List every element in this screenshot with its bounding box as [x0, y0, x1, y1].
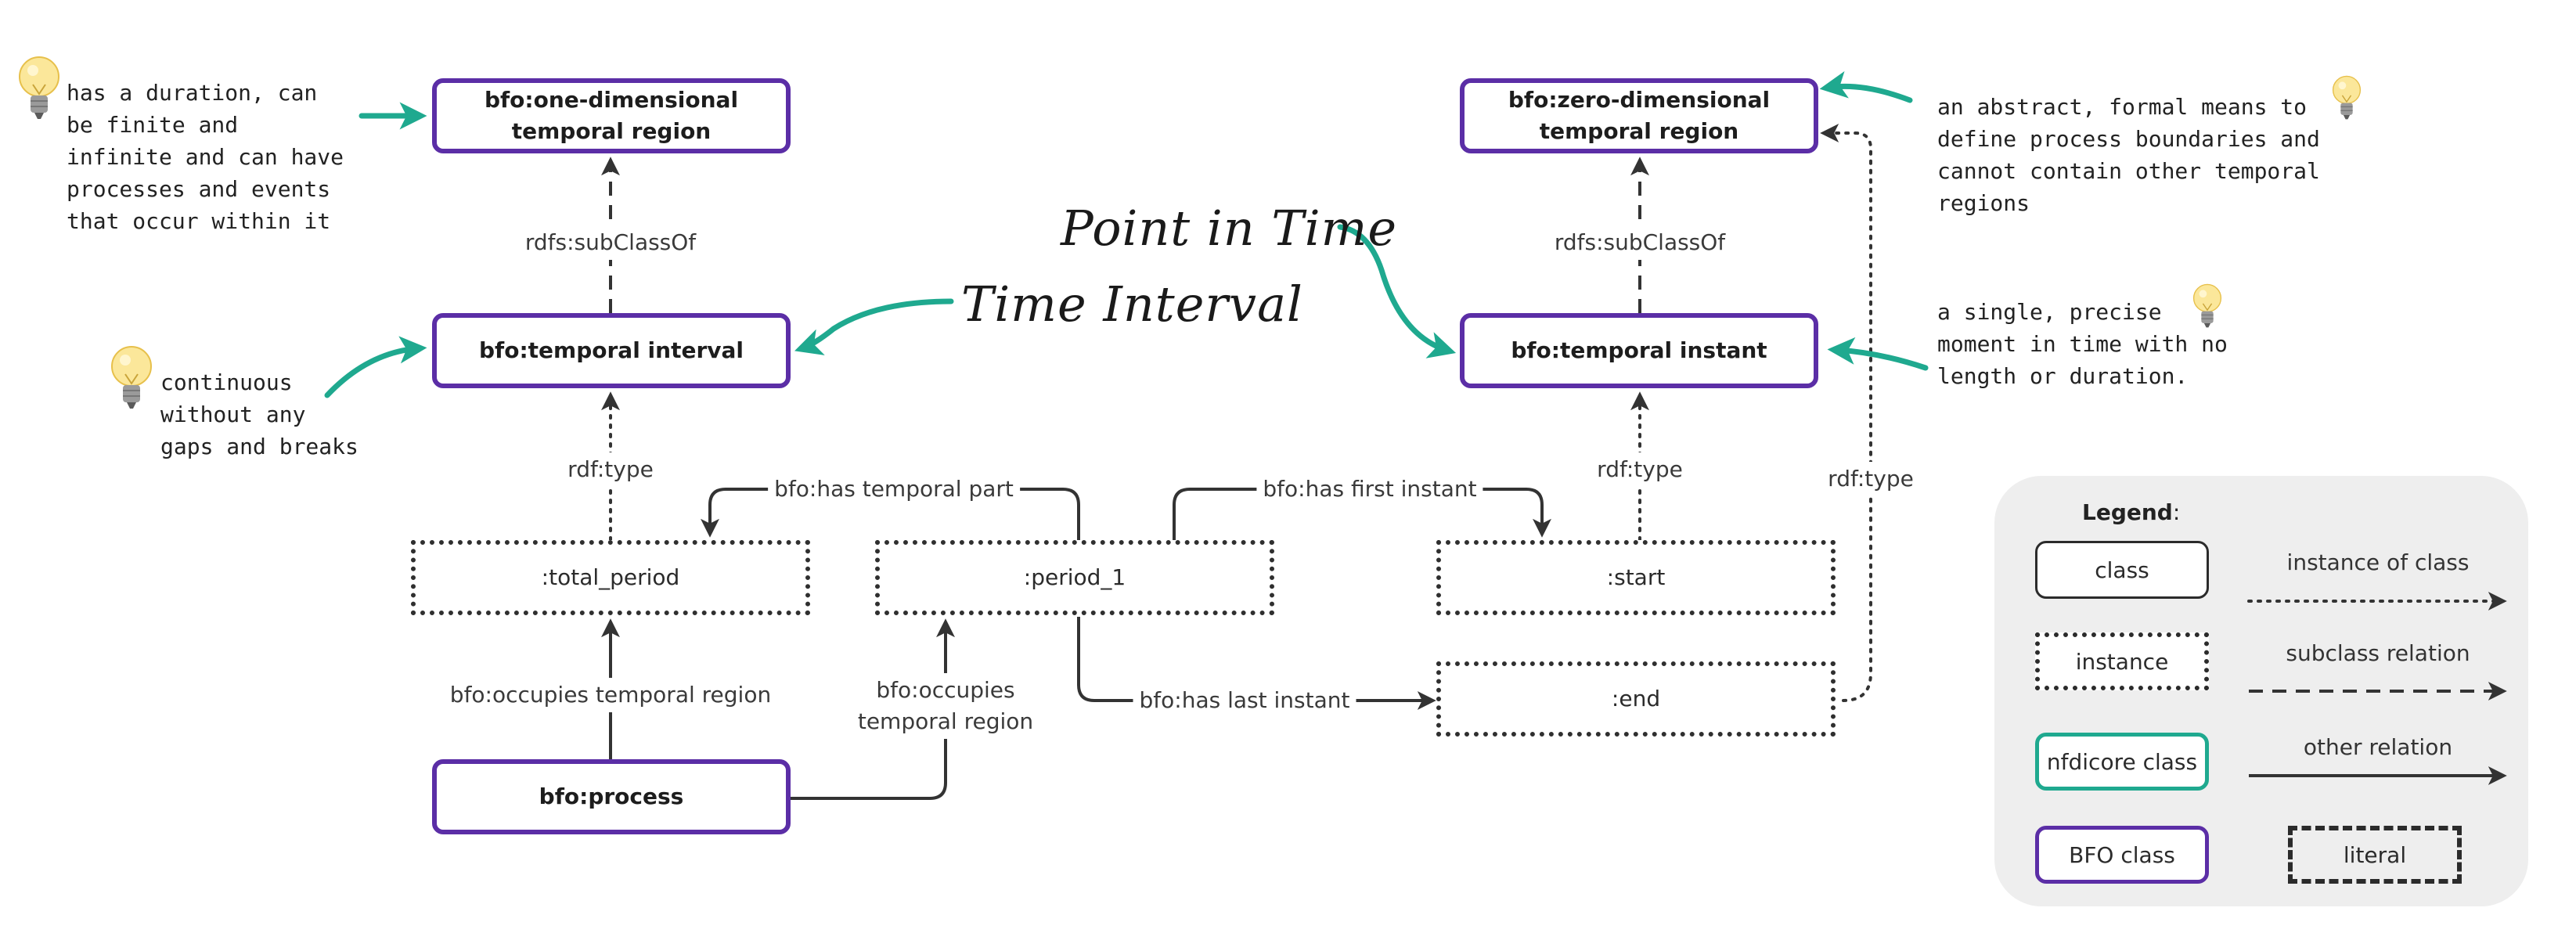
legend-instance-swatch: instance	[2035, 632, 2209, 690]
legend-instance-of-class-label: instance of class	[2286, 549, 2470, 575]
edge-label-first-instant: bfo:has first instant	[1256, 472, 1483, 506]
node-end: :end	[1436, 661, 1836, 737]
legend-literal-swatch: literal	[2288, 826, 2462, 884]
edge-label-occupies-total: bfo:occupies temporal region	[443, 678, 778, 712]
arrow-note-instant	[1827, 337, 1929, 371]
node-one-dimensional-temporal-region: bfo:one-dimensional temporal region	[432, 78, 791, 153]
edge-label-subclass-left: rdfs:subClassOf	[518, 225, 703, 260]
legend-subclass-relation-label: subclass relation	[2286, 640, 2470, 666]
arrow-point-in-time	[1337, 224, 1457, 358]
node-temporal-instant: bfo:temporal instant	[1460, 313, 1818, 388]
legend-bfo-class-swatch: BFO class	[2035, 826, 2209, 884]
edge-label-type-start: rdf:type	[1591, 452, 1689, 487]
note-zero-dimensional: an abstract, formal means to define proc…	[1937, 94, 2320, 216]
edge-occupies-period	[791, 618, 955, 800]
node-start: :start	[1436, 540, 1836, 615]
legend-title-text: Legend	[2082, 499, 2173, 525]
legend: Legend: class instance nfdicore class BF…	[1994, 476, 2528, 906]
edge-label-type-total: rdf:type	[561, 452, 660, 487]
edge-type-end	[1820, 124, 1872, 702]
note-one-dimensional: has a duration, can be finite and infini…	[67, 80, 344, 234]
lightbulb-icon	[19, 56, 59, 119]
lightbulb-icon	[2192, 283, 2222, 328]
note-temporal-interval: continuous without any gaps and breaks	[160, 369, 358, 459]
legend-lines	[2247, 592, 2507, 785]
node-period-1: :period_1	[875, 540, 1274, 615]
handwritten-time-interval: Time Interval	[961, 276, 1303, 333]
edge-label-occupies-period: bfo:occupies temporal region	[851, 673, 1040, 739]
node-process: bfo:process	[432, 759, 791, 834]
arrow-time-interval	[794, 298, 954, 355]
lightbulb-icon	[2332, 75, 2362, 120]
note-temporal-instant: a single, precise moment in time with no…	[1937, 299, 2228, 389]
edge-last-instant	[1077, 617, 1436, 710]
legend-title-suffix: :	[2172, 499, 2181, 525]
node-temporal-interval: bfo:temporal interval	[432, 313, 791, 388]
edge-label-subclass-right: rdfs:subClassOf	[1547, 225, 1732, 260]
legend-other-relation-label: other relation	[2303, 734, 2453, 760]
edge-label-type-end: rdf:type	[1821, 462, 1920, 496]
edge-label-temporal-part: bfo:has temporal part	[768, 472, 1020, 506]
handwritten-point-in-time: Point in Time	[1061, 200, 1398, 257]
legend-nfdicore-class-swatch: nfdicore class	[2035, 733, 2209, 791]
arrow-note-interval	[324, 336, 427, 398]
legend-class-swatch: class	[2035, 541, 2209, 599]
lightbulb-icon	[111, 346, 152, 409]
node-zero-dimensional-temporal-region: bfo:zero-dimensional temporal region	[1460, 78, 1818, 153]
edge-label-last-instant: bfo:has last instant	[1133, 683, 1356, 718]
legend-title: Legend:	[2082, 499, 2180, 525]
arrow-note-zero-dim	[1819, 70, 1913, 103]
node-total-period: :total_period	[411, 540, 810, 615]
